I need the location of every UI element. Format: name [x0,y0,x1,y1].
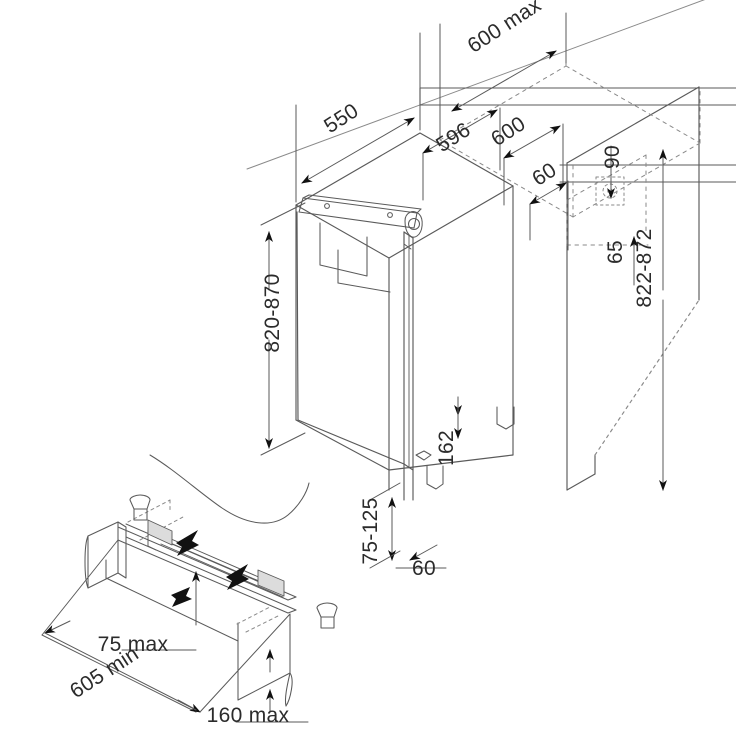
door-front-panel [296,211,405,465]
plinth-left-block [84,521,127,589]
label-822-872: 822-872 [633,228,656,307]
detail-feet [129,494,338,629]
label-60-top: 60 [528,158,561,190]
dimension-lines-left [260,202,462,569]
label-160-max: 160 max [207,704,290,727]
plinth-bar [117,523,297,614]
label-600: 600 [487,112,530,151]
label-596: 596 [432,118,475,157]
vent-end-cap-right [257,569,285,597]
label-550: 550 [320,99,363,138]
label-75-125: 75-125 [359,497,382,564]
label-90: 90 [601,145,624,169]
appliance-feet [415,406,515,490]
appliance-body [295,132,515,501]
door-handle-recess [319,222,391,293]
airflow-arrows [171,530,249,607]
label-600-max: 600 max [464,0,546,58]
label-65: 65 [604,240,627,264]
vent-end-cap-left [147,519,173,546]
label-60-bottom: 60 [412,557,436,580]
top-hinge-bracket [298,194,423,250]
label-820-870: 820-870 [261,273,284,352]
label-75-max: 75 max [98,633,169,656]
detail-view-plinth [41,454,338,723]
label-162: 162 [435,430,458,466]
dimension-lines-top [295,12,667,491]
